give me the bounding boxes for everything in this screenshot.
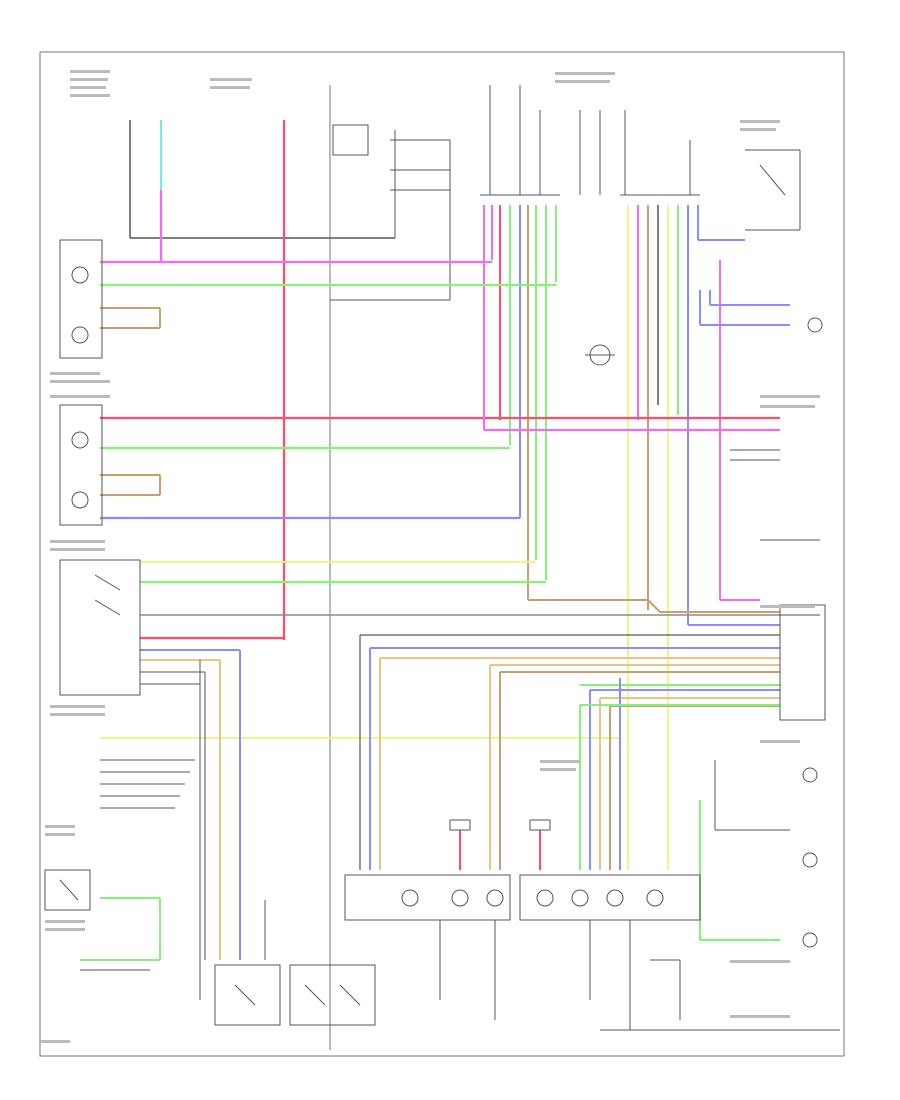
hazard-switch-box [44, 869, 91, 911]
bulb-icon [71, 326, 89, 344]
bulb-icon [451, 889, 469, 907]
bulb-icon [646, 889, 664, 907]
left-bottom-wires [80, 650, 266, 1000]
mid-connector [585, 344, 615, 366]
vertical-wires [159, 120, 721, 870]
tiny-label-marks [40, 70, 820, 1043]
left-lamp-assemblies [44, 239, 141, 911]
combination-switch-box [59, 559, 141, 696]
bulb-icon [536, 889, 554, 907]
bulb-icon [802, 767, 818, 783]
right-connector-harness [359, 599, 826, 941]
left-front-lamp-box [59, 404, 103, 526]
bulb-icon [401, 889, 419, 907]
diagram-frame [39, 51, 845, 1057]
bulb-icon [71, 491, 89, 509]
bulb-icon [71, 431, 89, 449]
bulb-icon [571, 889, 589, 907]
turn-switch-box [214, 964, 281, 1026]
bottom-components [214, 317, 840, 1031]
right-connector-block [779, 604, 826, 721]
bulb-icon [802, 932, 818, 948]
bulb-icon [807, 317, 823, 333]
rear-lamp-right-box [519, 874, 701, 921]
bulb-icon [486, 889, 504, 907]
rear-lamp-left-box [344, 874, 511, 921]
right-front-lamp-box [59, 239, 103, 359]
top-fuse-block [129, 85, 801, 1050]
bulb-icon [802, 852, 818, 868]
bulb-icon [606, 889, 624, 907]
horizontal-wires [100, 260, 820, 809]
bulb-icon [71, 266, 89, 284]
right-upper-wires [698, 239, 820, 601]
light-switch-box [289, 964, 376, 1026]
